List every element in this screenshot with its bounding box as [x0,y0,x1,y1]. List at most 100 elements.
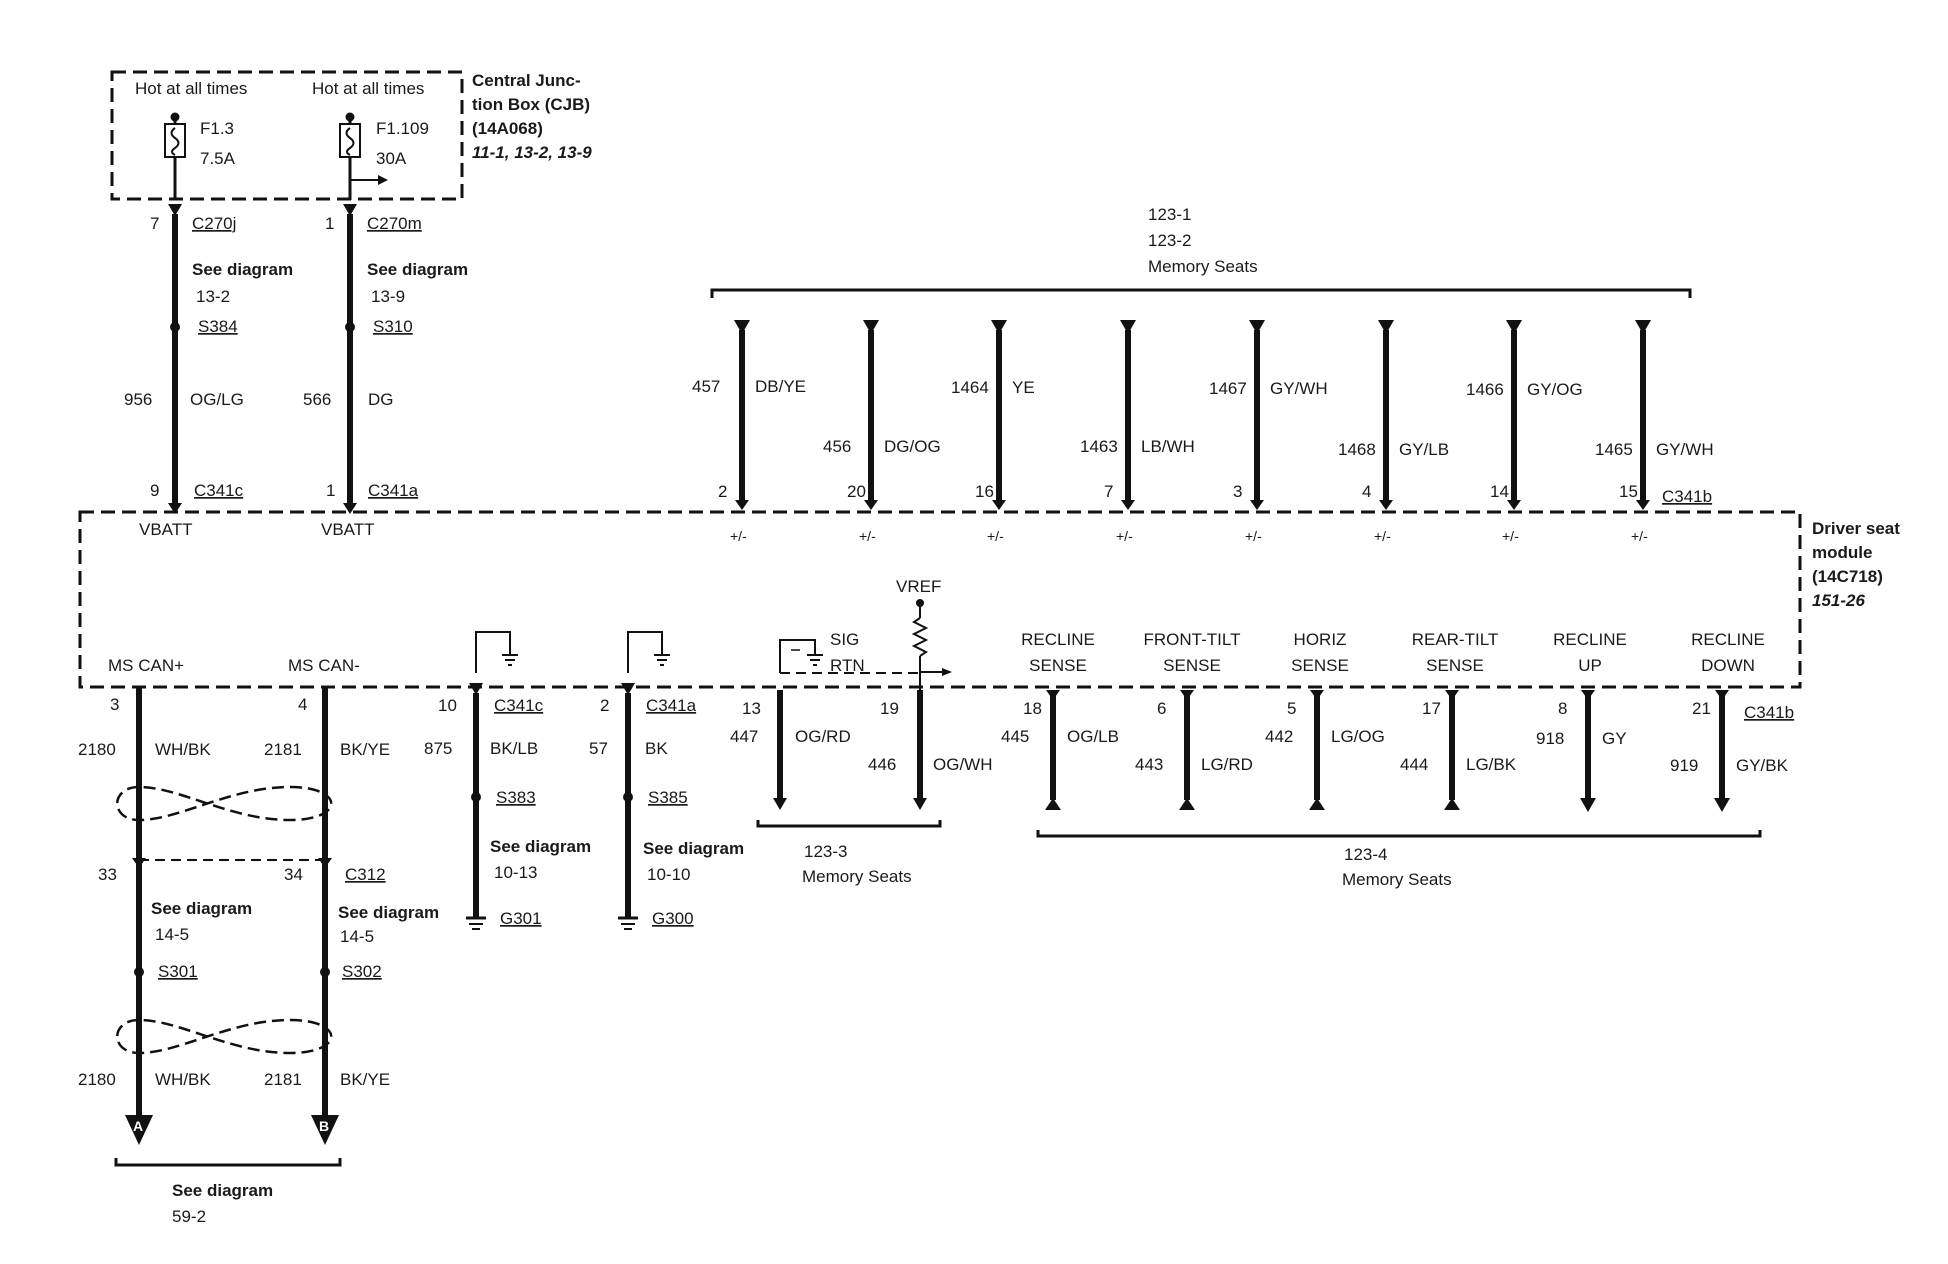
c312-pin-plus: 33 [98,865,117,884]
pwr1-color: OG/LG [190,390,244,409]
cjb-title-3: (14A068) [472,119,543,138]
top-wire-color: DG/OG [884,437,941,456]
c312-pin-minus: 34 [284,865,303,884]
sense-circuit: 444 [1400,755,1428,774]
can-see1: See diagram [151,899,252,918]
fuse1-name: F1.3 [200,119,234,138]
bottom-group-name: Memory Seats [1342,870,1452,889]
can-color-plus-b: WH/BK [155,1070,211,1089]
sense-label-line2: DOWN [1701,656,1755,675]
top-wire-pin: 15 [1619,482,1638,501]
gnd2-see-ref: 10-10 [647,865,690,884]
sensor-circ2: 446 [868,755,896,774]
sense-pin: 21 [1692,699,1711,718]
pwr1-splice: S384 [198,317,238,336]
sensor-rtn: RTN [830,656,865,675]
can-circ-plus: 2180 [78,740,116,759]
pwr1-see-ref: 13-2 [196,287,230,306]
top-wire-circuit: 1465 [1595,440,1633,459]
sense-label-line2: SENSE [1291,656,1349,675]
can-color-minus-b: BK/YE [340,1070,390,1089]
top-wire-circuit: 1463 [1080,437,1118,456]
sense-color: LG/RD [1201,755,1253,774]
power-wire-566 [343,204,357,514]
c312-label: C312 [345,865,386,884]
top-wire-pin: 14 [1490,482,1509,501]
gnd2-conn: C341a [646,696,697,715]
sense-label-line1: RECLINE [1021,630,1095,649]
sense-color: LG/BK [1466,755,1517,774]
sense-color: GY/BK [1736,756,1789,775]
top-wire-circuit: 1468 [1338,440,1376,459]
can-see1-ref: 14-5 [155,925,189,944]
fuse2-name: F1.109 [376,119,429,138]
top-wire-pin: 20 [847,482,866,501]
can-splice-plus: S301 [158,962,198,981]
module-title-3: (14C718) [1812,567,1883,586]
sensor-vref: VREF [896,577,941,596]
top-wire-color: LB/WH [1141,437,1195,456]
module-title-1: Driver seat [1812,519,1900,538]
fuse-f1-3 [164,112,186,200]
pwr1-pin: 7 [150,214,159,233]
can-circ-minus: 2181 [264,740,302,759]
cjb-hot-label-2: Hot at all times [312,79,424,98]
twisted-pair-bottom [116,1018,333,1055]
pwr2-conn: C270m [367,214,422,233]
sense-label-line2: UP [1578,656,1602,675]
sensor-pin2: 19 [880,699,899,718]
gnd2-see: See diagram [643,839,744,858]
cjb-title-1: Central Junc- [472,71,581,90]
pwr2-mod-pin: 1 [326,481,335,500]
can-minus-label: MS CAN- [288,656,360,675]
can-splice-minus: S302 [342,962,382,981]
gnd1-conn: C341c [494,696,544,715]
top-wire-color: YE [1012,378,1035,397]
gnd1-circuit: 875 [424,739,452,758]
cjb-title-4: 11-1, 13-2, 13-9 [472,143,592,162]
driver-seat-module-box [78,510,1802,689]
pwr2-color: DG [368,390,394,409]
pwr2-mod-label: VBATT [321,520,375,539]
top-wire-circuit: 457 [692,377,720,396]
sensor-bracket [756,820,942,828]
ground-wire-875 [466,631,518,930]
cjb-hot-label-1: Hot at all times [135,79,247,98]
can-wire-minus [311,688,339,1145]
sensor-ref: 123-3 [804,842,847,861]
pwr2-mod-conn: C341a [368,481,419,500]
top-wire-sign: +/- [859,528,876,544]
top-wire-color: DB/YE [755,377,806,396]
can-circ-minus-b: 2181 [264,1070,302,1089]
sensor-color1: OG/RD [795,727,851,746]
fuse-f1-109 [339,112,388,200]
can-arrow-b-label: B [319,1118,329,1134]
top-wire-circuit: 1467 [1209,379,1247,398]
can-see2: See diagram [338,903,439,922]
can-bottom-see: See diagram [172,1181,273,1200]
can-color-plus: WH/BK [155,740,211,759]
pwr1-mod-conn: C341c [194,481,244,500]
sense-circuit: 918 [1536,729,1564,748]
can-bottom-ref: 59-2 [172,1207,206,1226]
pwr1-see: See diagram [192,260,293,279]
cjb-title-2: tion Box (CJB) [472,95,590,114]
sense-circuit: 442 [1265,727,1293,746]
ground-wire-57 [618,631,670,930]
gnd2-pin: 2 [600,696,609,715]
bottom-group-ref: 123-4 [1344,845,1387,864]
pwr2-splice: S310 [373,317,413,336]
module-title-2: module [1812,543,1872,562]
pwr1-conn: C270j [192,214,236,233]
sensor-circuit [773,599,952,810]
sense-pin: 8 [1558,699,1567,718]
